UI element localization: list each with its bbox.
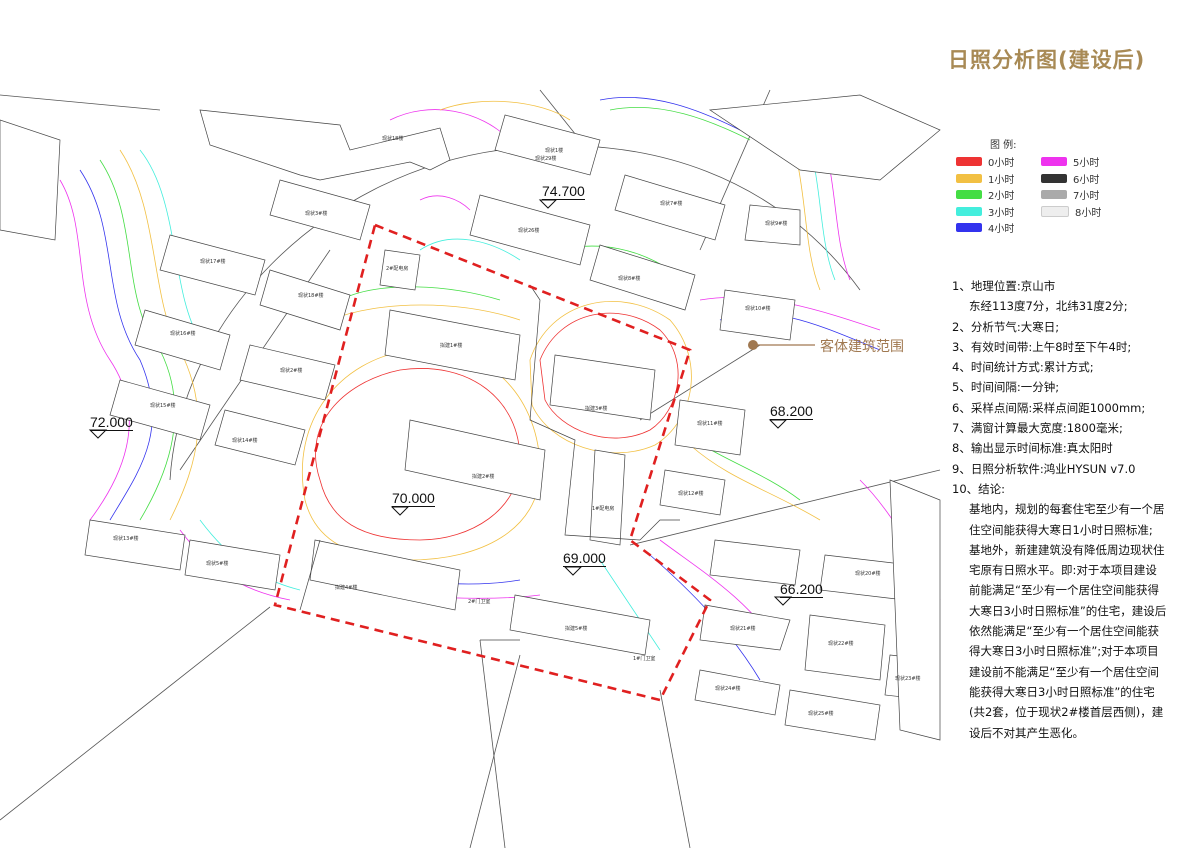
legend-swatch <box>956 157 982 166</box>
legend-swatch <box>956 173 982 183</box>
building-label: 现状25#楼 <box>808 710 834 717</box>
legend-label: 1小时 <box>988 174 1015 186</box>
legend-item: 5小时 <box>1041 154 1099 169</box>
note-line: 7、满窗计算最大宽度:1800毫米; <box>952 421 1123 436</box>
building-labels: 现状18楼 现状29楼 现状17#楼 现状18#楼 现状3#楼 现状16#楼 现… <box>113 135 921 717</box>
legend-label: 6小时 <box>1073 174 1100 186</box>
page-title: 日照分析图(建设后) <box>948 48 1146 72</box>
legend-item: 0小时 <box>956 154 1014 169</box>
building-label: 现状3#楼 <box>305 210 327 217</box>
building-label: 现状2#楼 <box>280 367 302 374</box>
elevation-label: 66.200 <box>780 581 823 598</box>
building-label: 2#配电房 <box>386 265 408 272</box>
building-label: 现状7#楼 <box>660 200 682 207</box>
legend-item: 2小时 <box>956 187 1014 202</box>
building-label: 现状11#楼 <box>697 420 723 427</box>
building-label: 现状20#楼 <box>855 570 881 577</box>
building-label: 现状13#楼 <box>113 535 139 542</box>
building-label: 现状14#楼 <box>232 437 258 444</box>
building-label: 拟建3#楼 <box>585 405 607 412</box>
legend-swatch <box>956 206 982 216</box>
building-label: 1#配电房 <box>592 505 614 512</box>
note-line: 10、结论: <box>952 481 1006 496</box>
building-label: 拟建4#楼 <box>335 584 357 591</box>
building-label: 现状15#楼 <box>150 402 176 409</box>
building-label: 现状24#楼 <box>715 685 741 692</box>
legend-title: 图 例: <box>990 140 1017 151</box>
note-line: 4、时间统计方式:累计方式; <box>952 360 1094 375</box>
building-label: 现状18#楼 <box>298 292 324 299</box>
elevation-label: 70.000 <box>392 490 435 507</box>
building-label: 现状26楼 <box>518 227 539 234</box>
legend-label: 2小时 <box>988 191 1015 202</box>
scope-marker <box>748 340 758 350</box>
legend-label: 7小时 <box>1073 191 1100 202</box>
note-line: 6、采样点间隔:采样点间距1000mm; <box>952 400 1146 415</box>
building-label: 现状18楼 <box>382 135 403 142</box>
building-label: 现状8#楼 <box>618 275 640 282</box>
analysis-radial-lines <box>0 89 941 848</box>
building-label: 现状10#楼 <box>745 305 771 312</box>
legend-swatch <box>956 190 982 199</box>
note-line: 9、日照分析软件:鸿业HYSUN v7.0 <box>952 461 1136 476</box>
legend-label: 8小时 <box>1075 207 1102 219</box>
elevation-label: 69.000 <box>563 550 606 567</box>
proposed-buildings <box>309 249 656 656</box>
elevation-label: 68.200 <box>770 403 813 420</box>
building-label: 现状29楼 <box>535 155 556 162</box>
building-label: 现状23#楼 <box>895 675 921 682</box>
building-label: 现状5#楼 <box>206 560 228 567</box>
legend-swatch <box>1041 205 1069 217</box>
legend-label: 5小时 <box>1073 158 1100 169</box>
analysis-notes: 1、地理位置:京山市东经113度7分，北纬31度2分; 2、分析节气:大寒日; 3、… <box>952 276 1167 743</box>
building-label: 现状1楼 <box>545 147 563 154</box>
scope-label: 客体建筑范围 <box>820 339 904 355</box>
note-line: 基地外，新建建筑没有降低周边现状住宅原有日照水平。即:对于本项目建设前能满足“至… <box>969 542 1167 740</box>
legend-swatch <box>1041 157 1067 166</box>
elevation-triangles <box>88 199 793 606</box>
building-label: 拟建1#楼 <box>440 342 462 349</box>
site-boundary <box>273 223 712 702</box>
building-label: 现状12#楼 <box>678 490 704 497</box>
legend-item: 1小时 <box>956 171 1014 186</box>
legend-label: 3小时 <box>988 207 1015 219</box>
legend-item: 3小时 <box>956 204 1014 219</box>
note-line: 5、时间间隔:一分钟; <box>952 380 1060 395</box>
legend-swatch <box>1041 173 1067 183</box>
legend-item: 4小时 <box>956 220 1014 235</box>
parcel-lines <box>299 284 680 641</box>
legend-item: 7小时 <box>1041 187 1099 202</box>
legend-swatch <box>1041 190 1067 199</box>
building-label: 2#门卫室 <box>468 598 490 605</box>
note-line: 2、分析节气:大寒日; <box>952 319 1060 334</box>
building-label: 现状22#楼 <box>828 640 854 647</box>
legend-label: 4小时 <box>988 224 1015 235</box>
building-label: 现状21#楼 <box>730 625 756 632</box>
building-label: 拟建5#楼 <box>565 625 587 632</box>
elevation-label: 74.700 <box>542 183 585 200</box>
elevation-label: 72.000 <box>90 414 133 431</box>
note-line: 1、地理位置:京山市 <box>952 279 1056 293</box>
building-label: 1#门卫室 <box>633 655 655 662</box>
building-label: 现状17#楼 <box>200 258 226 265</box>
existing-buildings <box>0 94 941 741</box>
legend-swatch <box>956 223 982 232</box>
note-line: 8、输出显示时间标准:真太阳时 <box>952 441 1113 456</box>
building-label: 拟建2#楼 <box>472 473 494 480</box>
building-label: 现状16#楼 <box>170 330 196 337</box>
note-line: 东经113度7分，北纬31度2分; <box>969 299 1128 314</box>
note-line: 3、有效时间带:上午8时至下午4时; <box>952 339 1132 354</box>
note-line: 基地内，规划的每套住宅至少有一个居住空间能获得大寒日1小时日照标准; <box>969 502 1165 537</box>
legend-label: 0小时 <box>988 158 1015 169</box>
legend-item: 6小时 <box>1041 171 1099 186</box>
legend-item: 8小时 <box>1041 204 1101 219</box>
building-label: 现状9#楼 <box>765 220 787 227</box>
